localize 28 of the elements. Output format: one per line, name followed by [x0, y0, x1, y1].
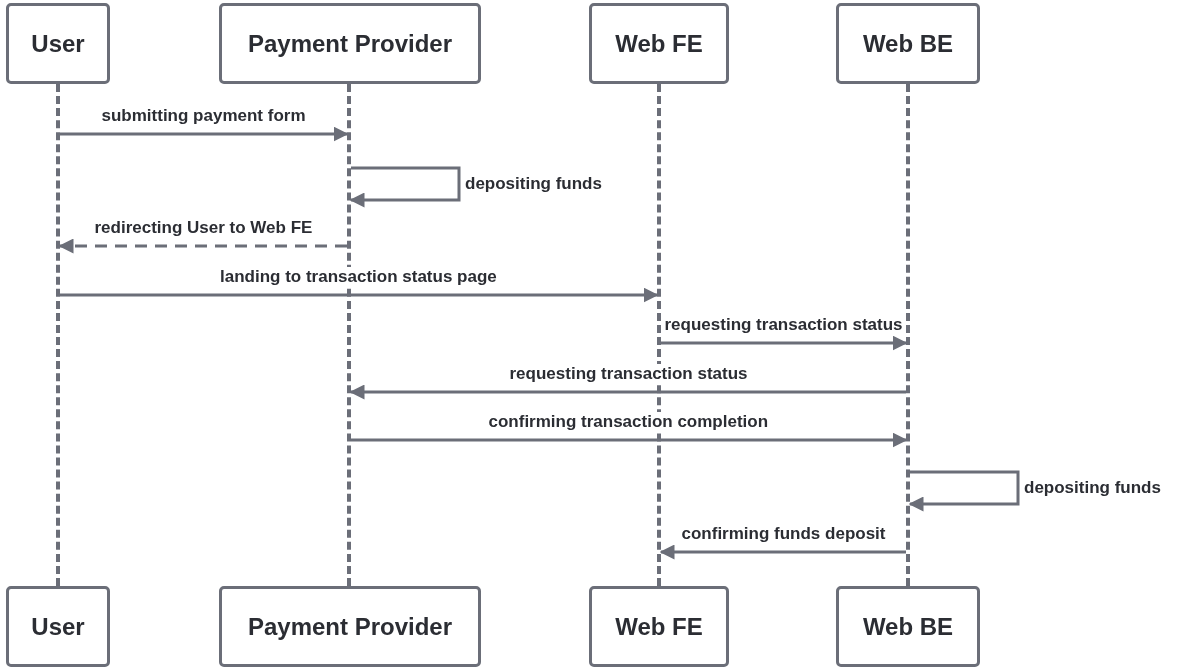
- participant-box: Web FE: [589, 586, 729, 667]
- message-label: confirming transaction completion: [486, 412, 771, 432]
- participant-box: Web FE: [589, 3, 729, 84]
- lifeline: [56, 84, 60, 586]
- message-label: requesting transaction status: [507, 364, 750, 384]
- message-arrow: [58, 238, 347, 254]
- participant-box: User: [6, 586, 110, 667]
- message-label: redirecting User to Web FE: [92, 218, 315, 238]
- message-arrow: [908, 470, 1020, 512]
- message-label: confirming funds deposit: [679, 524, 888, 544]
- message-arrow: [60, 287, 659, 303]
- message-label: requesting transaction status: [662, 315, 905, 335]
- participant-box: User: [6, 3, 110, 84]
- message-label: depositing funds: [1022, 478, 1163, 498]
- message-label: submitting payment form: [99, 106, 308, 126]
- lifeline: [906, 84, 910, 586]
- message-arrow: [349, 166, 461, 208]
- message-label: landing to transaction status page: [218, 267, 499, 287]
- participant-box: Payment Provider: [219, 586, 481, 667]
- participant-box: Web BE: [836, 586, 980, 667]
- message-arrow: [661, 335, 908, 351]
- participant-box: Web BE: [836, 3, 980, 84]
- message-arrow: [659, 544, 906, 560]
- participant-box: Payment Provider: [219, 3, 481, 84]
- message-arrow: [349, 384, 906, 400]
- message-label: depositing funds: [463, 174, 604, 194]
- message-arrow: [60, 126, 349, 142]
- message-arrow: [351, 432, 908, 448]
